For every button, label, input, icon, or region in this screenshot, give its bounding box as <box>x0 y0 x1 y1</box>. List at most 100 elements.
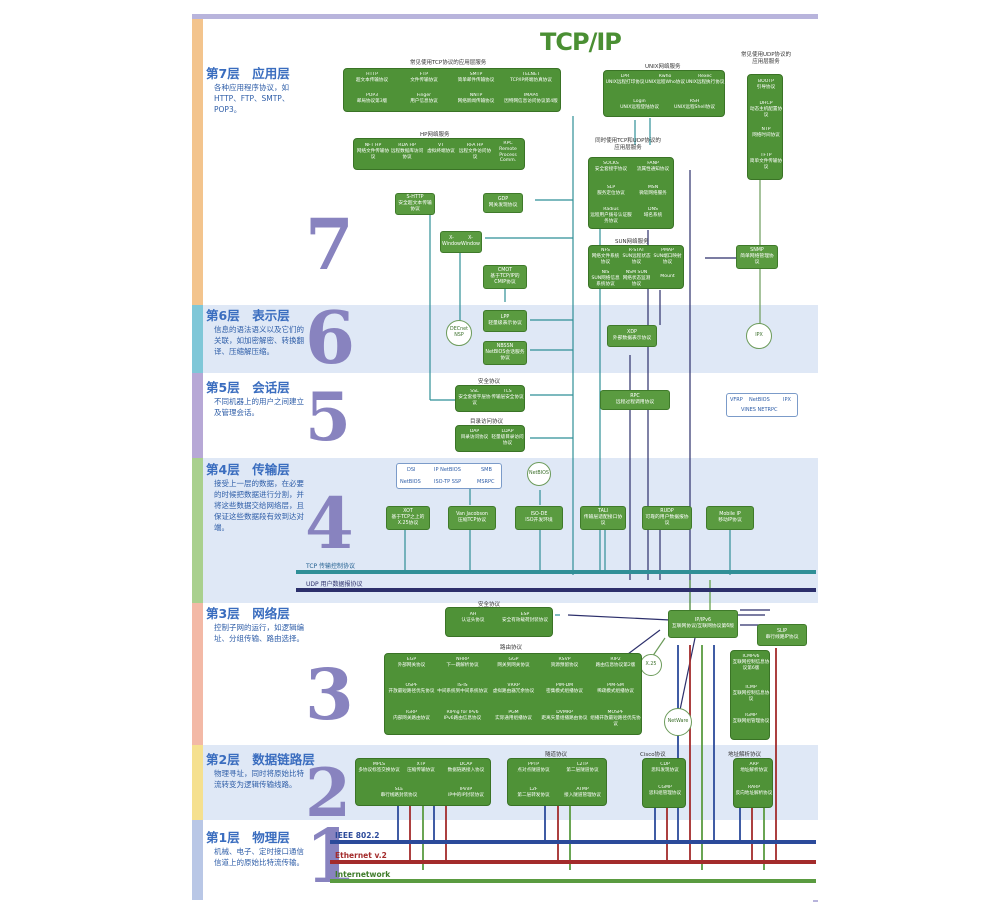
ip-ipv6-box[interactable]: IP/IPv6 互联网协议/互联网协议第6版 <box>668 610 738 638</box>
icmpv6-cell[interactable]: ICMPv6 互联网控制信息协议第6版 <box>732 654 770 671</box>
route-isis[interactable]: IS-IS 中间系统到中间系统协议 <box>437 683 488 694</box>
dsi-cell[interactable]: DSI <box>407 467 416 473</box>
route-igrp[interactable]: IGRP 内部网关路由协议 <box>393 710 430 721</box>
unix-rsh[interactable]: RSH UNIX远程Shell协议 <box>674 99 715 110</box>
iso-de-box[interactable]: ISO-DE ISO开发环境 <box>515 506 563 530</box>
udp-app-ntp[interactable]: NTP 网络时间协议 <box>752 127 780 138</box>
unix-lpr[interactable]: LPR UNIX远程打印协议 <box>605 74 645 85</box>
route-pgm[interactable]: PGM 实际通用组播协议 <box>495 710 532 721</box>
mobile-ip-box[interactable]: Mobile IP 移动IP协议 <box>706 506 754 530</box>
route-rsvp[interactable]: RSVP 资源预留协议 <box>550 657 579 668</box>
unix-login[interactable]: Login UNIX远程登陆协议 <box>620 99 659 110</box>
hp-rda[interactable]: RDA HP 远程数据库访问协议 <box>390 143 424 160</box>
ipx-session-cell[interactable]: IPX <box>783 397 791 403</box>
msrpc-cell[interactable]: MSRPC <box>477 479 495 485</box>
unix-rexec[interactable]: Rexec UNIX远程执行协议 <box>685 74 725 85</box>
netbios-cell[interactable]: NetBIOS <box>400 479 421 485</box>
hp-vt[interactable]: VT 虚拟终端协议 <box>427 143 455 154</box>
route-nhrp[interactable]: NHRP 下一跳解析协议 <box>446 657 479 668</box>
route-pimdm[interactable]: PIM-DM 密集模式组播协议 <box>546 683 583 694</box>
ldap-cell[interactable]: LDAP 轻量级目录访问协议 <box>491 429 524 446</box>
sun-nsm[interactable]: NSM SUN 网络状态监测协议 <box>622 270 651 287</box>
hp-rpc[interactable]: RPC Remote Process Comm. <box>499 141 517 164</box>
sun-rstat[interactable]: R-STAT SUN远程状态协议 <box>622 248 651 265</box>
rpc-session-box[interactable]: RPC 远程过程调用协议 <box>600 390 670 410</box>
xot-box[interactable]: XOT 基于TCP之上的X.25协议 <box>386 506 430 530</box>
tunnel-l2f[interactable]: L2F 第二层转发协议 <box>517 787 550 798</box>
icmp-cell[interactable]: ICMP 互联网控制信息协议 <box>732 685 770 702</box>
sun-nfs[interactable]: NFS 网络文件系统协议 <box>591 248 620 265</box>
ip-netbios-cell[interactable]: IP NetBIOS <box>434 467 461 473</box>
route-mospf[interactable]: MOSPF 组播开放最短路径优先协议 <box>590 710 641 727</box>
dl-mpls[interactable]: MPLS 多协议标签交换协议 <box>358 762 400 773</box>
tls-cell[interactable]: TLS 传输层安全协议 <box>491 389 524 400</box>
cmot-box[interactable]: CMOT 基于TCP/IP的CMIP协议 <box>483 265 527 289</box>
xdp-box[interactable]: XDP 外部数据表示协议 <box>607 325 657 347</box>
route-egp[interactable]: EGP 外部网关协议 <box>397 657 426 668</box>
tcp-app-http[interactable]: HTTP 超文本传输协议 <box>355 72 389 83</box>
tunnel-atmp[interactable]: ATMP 接入隧道管理协议 <box>564 787 601 798</box>
tcp-app-nntp[interactable]: NNTP 网络新闻传输协议 <box>457 93 495 104</box>
tcp-app-finger[interactable]: Finger 用户信息协议 <box>410 93 438 104</box>
udp-app-bootp[interactable]: BOOTP 引导协议 <box>756 79 776 90</box>
cisco-cgmp[interactable]: CGMP 思科组管理协议 <box>648 785 682 796</box>
addr-arp[interactable]: ARP 地址解析协议 <box>740 762 768 773</box>
hp-rfa[interactable]: RFA HP 远程文件访问协议 <box>458 143 492 160</box>
both-fanp[interactable]: FANP 流属性通知协议 <box>636 161 670 172</box>
cisco-cdp[interactable]: CDP 思科发现协议 <box>651 762 679 773</box>
tcp-app-smtp[interactable]: SMTP 简单邮件传输协议 <box>457 72 495 83</box>
tunnel-l2tp[interactable]: L2TP 第二层隧道协议 <box>566 762 599 773</box>
both-radius[interactable]: Radius 远程用户拨号认证服务协议 <box>590 207 632 224</box>
tali-box[interactable]: TALI 传输层适配接口协议 <box>580 506 626 530</box>
both-slp[interactable]: SLP 服务定位协议 <box>597 185 625 196</box>
ssl-cell[interactable]: SSL 安全套接字层协议 <box>458 389 491 406</box>
addr-rarp[interactable]: RARP 反向地址解析协议 <box>735 785 773 796</box>
esp-cell[interactable]: ESP 安全有效载荷封装协议 <box>502 612 548 623</box>
route-rip2[interactable]: RIP2 路由信息协议第2版 <box>595 657 636 668</box>
udp-app-dhcp[interactable]: DHCP 动态主机配置协议 <box>749 101 783 118</box>
dl-sle[interactable]: SLE 串行线路封装协议 <box>380 787 418 798</box>
lpp-box[interactable]: LPP 轻量级表示协议 <box>483 310 527 332</box>
snmp-box[interactable]: SNMP 简单网络管理协议 <box>736 245 778 269</box>
netbios-circle: NetBIOS <box>527 462 551 486</box>
igmp-cell[interactable]: IGMP 互联网组管理协议 <box>732 713 770 724</box>
dl-xtp[interactable]: XTP 压缩传输协议 <box>407 762 435 773</box>
netbios-session-cell[interactable]: NetBIOS <box>749 397 770 403</box>
sun-mount[interactable]: Mount <box>660 274 675 279</box>
gdp-box[interactable]: GDP 网关发现协议 <box>483 193 523 213</box>
sun-pmap[interactable]: PMAP SUN端口映射协议 <box>653 248 682 265</box>
route-ospf[interactable]: OSPF 开放最短路径优先协议 <box>388 683 435 694</box>
nbssn-box[interactable]: NBSSN NetBIOS会话服务协议 <box>483 341 527 365</box>
route-dvmrp[interactable]: DVMRP 距离矢量组播路由协议 <box>541 710 588 721</box>
sun-nis[interactable]: NIS SUN网络信息系统协议 <box>591 270 620 287</box>
van-jacobson-box[interactable]: Van Jacobson 压缩TCP协议 <box>448 506 496 530</box>
both-msn[interactable]: MSN 微软网络服务 <box>639 185 667 196</box>
tcp-app-telnet[interactable]: TELNET TCP/IP终端仿真协议 <box>510 72 552 83</box>
dap-cell[interactable]: DAP 目录访问协议 <box>460 429 489 440</box>
tcp-app-imap4[interactable]: IMAP4 因特网信息访问协议第4版 <box>504 93 558 104</box>
iso-tp-ssp-cell[interactable]: ISO-TP SSP <box>434 479 462 485</box>
vines-cell[interactable]: VINES NETRPC <box>741 407 778 413</box>
route-pimsm[interactable]: PIM-SM 稀疏模式组播协议 <box>597 683 634 694</box>
route-ripng[interactable]: RIPng for IPv6 IPv6路由信息协议 <box>443 710 482 721</box>
tunnel-pptp[interactable]: PPTP 点对点隧道协议 <box>517 762 550 773</box>
both-dns[interactable]: DNS 域名系统 <box>643 207 663 218</box>
dl-dcap[interactable]: DCAP 数据链路接入协议 <box>447 762 485 773</box>
udp-app-tftp[interactable]: TFTP 简单文件传输协议 <box>749 153 783 170</box>
dl-ipinip[interactable]: IPinIP IP中的IP封装协议 <box>448 787 484 798</box>
unix-rwho[interactable]: Rwho UNIX远程Who协议 <box>645 74 685 85</box>
both-socks[interactable]: SOCKS 安全套接字协议 <box>594 161 628 172</box>
tcp-app-ftp[interactable]: FTP 文件传输协议 <box>410 72 438 83</box>
ah-cell[interactable]: AH 认证头协议 <box>461 612 485 623</box>
hp-nft[interactable]: NFT HP 网络文件传输协议 <box>356 143 390 160</box>
shttp-box[interactable]: S-HTTP 安全超文本传输协议 <box>395 193 435 215</box>
route-vrrp[interactable]: VRRP 虚拟路由器冗余协议 <box>492 683 535 694</box>
route-ggp[interactable]: GGP 网关到网关协议 <box>497 657 530 668</box>
caption-udp-apps: 常见使用UDP协议的应用层服务 <box>740 52 792 65</box>
vfrp-cell[interactable]: VFRP <box>730 397 743 403</box>
slip-box[interactable]: SLIP 串行线路IP协议 <box>757 624 807 646</box>
rudp-box[interactable]: RUDP 可靠的用户数据报协议 <box>642 506 692 530</box>
tcp-app-pop3[interactable]: POP3 邮局协议第3版 <box>356 93 388 104</box>
smb-cell[interactable]: SMB <box>481 467 492 473</box>
